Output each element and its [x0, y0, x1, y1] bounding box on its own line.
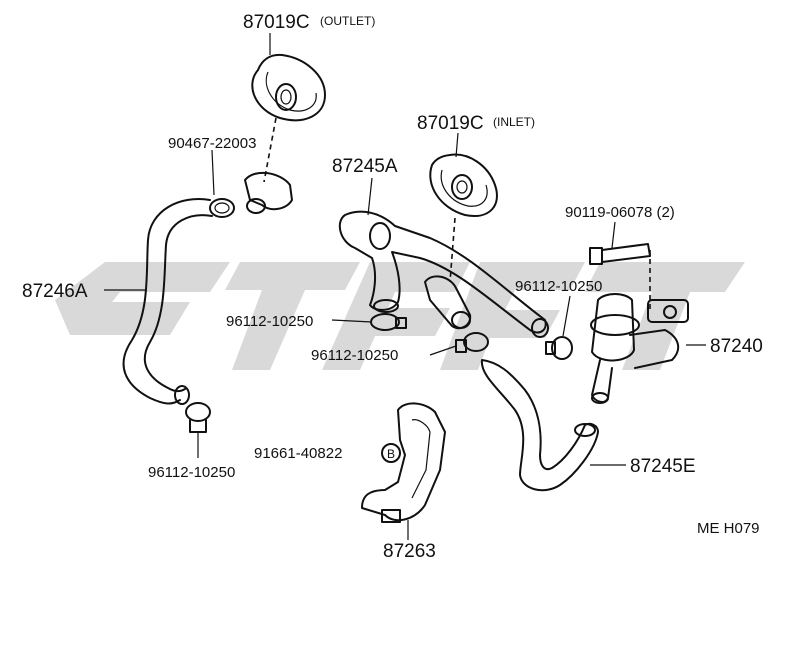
clamp-bottom	[185, 402, 211, 458]
bracket	[361, 402, 446, 540]
bolt	[589, 221, 651, 265]
air-valve	[590, 293, 706, 404]
label-screw-91661: 91661-40822	[254, 445, 342, 462]
label-hose-87245e: 87245E	[630, 456, 696, 477]
screw-b-marker: B	[381, 443, 401, 463]
clamp-top	[209, 149, 235, 218]
label-clamp-bottom: 96112-10250	[148, 464, 235, 481]
hose-87246a	[122, 198, 213, 405]
label-grommet-outlet-desc: (OUTLET)	[320, 14, 375, 28]
label-clamp-right: 96112-10250	[515, 278, 602, 295]
clamp-mid-left	[331, 313, 407, 331]
label-bolt: 90119-06078 (2)	[565, 204, 675, 221]
label-clamp-mid-left: 96112-10250	[226, 313, 313, 330]
dashed-guide-outlet	[263, 117, 277, 183]
outlet-pipe	[244, 171, 293, 214]
dashed-guide-inlet	[449, 217, 456, 283]
label-grommet-inlet-desc: (INLET)	[493, 115, 535, 129]
label-ref-code: ME H079	[697, 520, 760, 537]
hose-87245e	[480, 359, 626, 492]
screw-b-mark: B	[387, 447, 395, 461]
clamp-right	[545, 295, 573, 360]
label-hose-87245a: 87245A	[332, 156, 398, 177]
label-hose-87246a: 87246A	[22, 281, 88, 302]
label-grommet-outlet-num: 87019C	[243, 12, 310, 33]
label-bracket-87263: 87263	[383, 541, 436, 562]
inlet-pipe	[424, 275, 472, 330]
label-grommet-inlet-num: 87019C	[417, 113, 484, 134]
clamp-mid-center	[429, 332, 489, 356]
label-clamp-top: 90467-22003	[168, 135, 256, 152]
label-clamp-mid-center: 96112-10250	[311, 347, 398, 364]
grommet-outlet	[251, 33, 326, 122]
label-valve-87240: 87240	[710, 336, 763, 357]
hose-87245a	[338, 177, 549, 338]
grommet-inlet	[429, 132, 498, 217]
